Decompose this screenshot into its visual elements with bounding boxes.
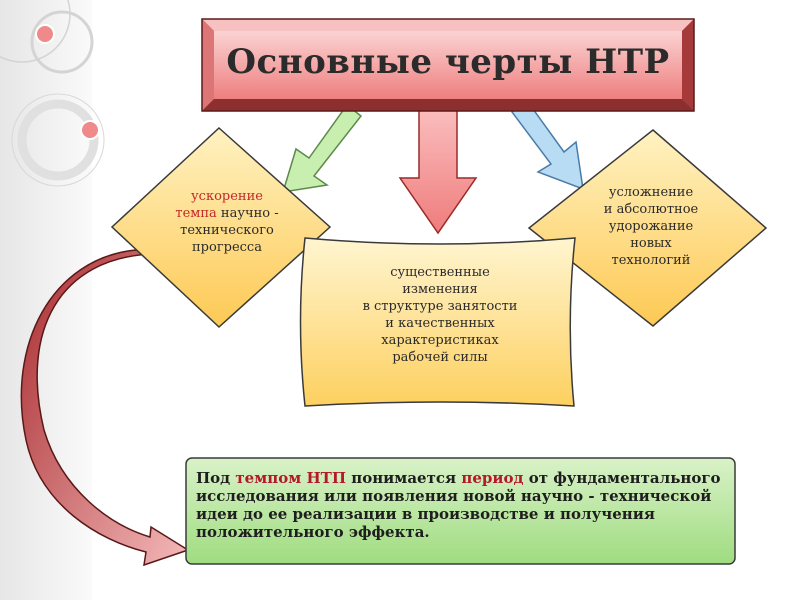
center-line-5: характеристиках	[381, 333, 499, 348]
center-line-3: в структуре занятости	[362, 299, 518, 314]
right-line-4: новых	[630, 236, 672, 251]
left-diamond	[110, 126, 332, 329]
decorative-dots	[35, 24, 100, 140]
arrow-right	[510, 100, 584, 191]
curved-arrow	[20, 249, 190, 567]
center-box	[299, 237, 576, 407]
right-diamond-text: усложнение и абсолютное удорожание новых…	[576, 184, 726, 269]
right-line-1: усложнение	[608, 185, 694, 200]
right-line-2: и абсолютное	[603, 202, 699, 217]
decorative-circles	[0, 0, 105, 187]
arrow-center	[398, 103, 478, 235]
definition-text: Под темпом НТП понимается период от фунд…	[196, 469, 724, 541]
center-line-1: существенные	[390, 265, 490, 280]
center-line-4: и качественных	[385, 316, 495, 331]
page-title: Основные черты НТР	[226, 42, 670, 82]
right-diamond	[527, 129, 768, 327]
left-line-red: ускорение	[191, 189, 263, 204]
right-line-5: технологий	[611, 253, 691, 268]
left-line-3: прогресса	[192, 240, 262, 255]
right-line-3: удорожание	[608, 219, 694, 234]
title-box	[201, 18, 695, 112]
definition-box	[185, 457, 736, 565]
center-line-2: изменения	[402, 282, 478, 297]
center-box-text: существенные изменения в структуре занят…	[330, 264, 550, 366]
def-key: период	[461, 469, 524, 487]
arrow-left	[281, 103, 363, 193]
def-part-3: от фундаментального исследования или поя…	[196, 469, 721, 541]
left-line-1: научно -	[216, 206, 279, 221]
left-diamond-text: ускорение темпа научно - технического пр…	[152, 188, 302, 256]
left-line-2: технического	[180, 223, 274, 238]
def-term: темпом НТП	[235, 469, 346, 487]
center-line-6: рабочей силы	[392, 350, 488, 365]
left-red-word: темпа	[175, 206, 217, 221]
def-part-1: Под	[196, 469, 236, 487]
def-part-2: понимается	[346, 469, 462, 487]
